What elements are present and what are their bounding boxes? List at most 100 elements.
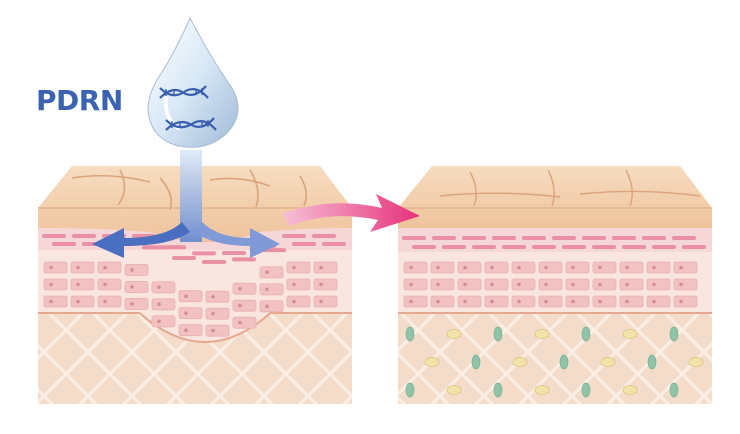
dermis-node-green (471, 354, 481, 370)
skin-cell (484, 261, 509, 274)
skin-cell (538, 261, 563, 274)
cell-nucleus (679, 299, 683, 304)
skin-cell (124, 298, 149, 310)
cell-nucleus (436, 299, 440, 304)
cell-nucleus (463, 282, 467, 287)
cell-nucleus (103, 299, 107, 304)
cell-nucleus (571, 299, 575, 304)
skin-cell (313, 295, 338, 308)
skin-cell (232, 299, 257, 312)
skin-cell (286, 261, 311, 274)
right-spread-arrow (194, 222, 280, 258)
collagen-fiber (532, 245, 556, 249)
dermis-node-yellow (534, 329, 550, 339)
skin-cell (43, 295, 68, 308)
skin-cell (97, 261, 122, 274)
cell-nucleus (49, 265, 53, 270)
skin-cell (205, 324, 230, 337)
dermis-node-yellow (424, 357, 440, 367)
collagen-fiber (312, 234, 336, 238)
dermis-node-green (493, 326, 503, 342)
cell-nucleus (157, 302, 161, 307)
collagen-fiber (42, 234, 66, 238)
collagen-fiber (472, 245, 496, 249)
collagen-fiber (642, 236, 666, 240)
cell-nucleus (292, 265, 296, 270)
collagen-fiber (592, 245, 616, 249)
cell-nucleus (463, 299, 467, 304)
skin-cell (565, 295, 590, 308)
skin-cell (70, 261, 95, 274)
cell-nucleus (598, 265, 602, 270)
collagen-fiber (322, 242, 346, 246)
skin-cell (403, 278, 428, 291)
dermis-node-green (581, 326, 591, 342)
skin-cell (403, 295, 428, 308)
cell-nucleus (652, 282, 656, 287)
collagen-fiber (282, 234, 306, 238)
collagen-fiber (502, 245, 526, 249)
repaired-dermis (398, 312, 712, 404)
cell-nucleus (409, 282, 413, 287)
collagen-fiber (492, 236, 516, 240)
cell-nucleus (436, 282, 440, 287)
cell-nucleus (544, 299, 548, 304)
skin-cell (286, 278, 311, 291)
drop-stream (180, 150, 202, 242)
cell-nucleus (679, 282, 683, 287)
skin-cell (124, 281, 149, 293)
skin-cell (592, 278, 617, 291)
collagen-fiber (142, 245, 166, 250)
collagen-fiber (222, 250, 246, 255)
spread-arrows (92, 150, 280, 258)
cell-nucleus (463, 265, 467, 270)
collagen-fiber (462, 236, 486, 240)
skin-cell (457, 278, 482, 291)
skin-cell (673, 295, 698, 308)
cell-nucleus (130, 285, 134, 289)
cell-nucleus (292, 299, 296, 304)
skin-cell (232, 316, 257, 329)
skin-cell (313, 278, 338, 291)
dermis-node-green (493, 382, 503, 398)
pdrn-label: PDRN (36, 84, 123, 117)
dermis-node-green (405, 382, 415, 398)
skin-cell (646, 295, 671, 308)
cell-nucleus (490, 299, 494, 304)
collagen-fiber (562, 245, 586, 249)
skin-cell (592, 261, 617, 274)
cell-nucleus (76, 265, 80, 270)
cell-nucleus (157, 285, 161, 290)
skin-cell (511, 261, 536, 274)
skin-cell (592, 295, 617, 308)
dermis-node-yellow (622, 329, 638, 339)
cell-nucleus (265, 270, 269, 275)
cell-nucleus (490, 282, 494, 287)
cell-nucleus (265, 287, 269, 292)
skin-cell (97, 295, 122, 308)
cell-nucleus (625, 282, 629, 287)
repaired-creases (439, 169, 701, 207)
cell-nucleus (76, 282, 80, 287)
repaired-dermis-nodes (405, 326, 704, 398)
cell-nucleus (184, 294, 188, 298)
cell-nucleus (238, 320, 242, 325)
cell-nucleus (571, 282, 575, 287)
cell-nucleus (517, 299, 521, 304)
cell-nucleus (76, 299, 80, 304)
collagen-fiber (612, 236, 636, 240)
skin-cell (70, 295, 95, 308)
skin-cell (403, 261, 428, 274)
damaged-cell-layer (38, 232, 352, 341)
skin-cell (565, 261, 590, 274)
transition-arrow (282, 194, 420, 232)
cell-nucleus (517, 282, 521, 287)
damaged-creases (71, 169, 308, 211)
cell-nucleus (652, 265, 656, 270)
skin-cell (538, 295, 563, 308)
damaged-cells (43, 261, 338, 337)
cell-nucleus (409, 299, 413, 304)
dermis-node-green (669, 326, 679, 342)
skin-cell (457, 261, 482, 274)
cell-nucleus (184, 328, 188, 332)
